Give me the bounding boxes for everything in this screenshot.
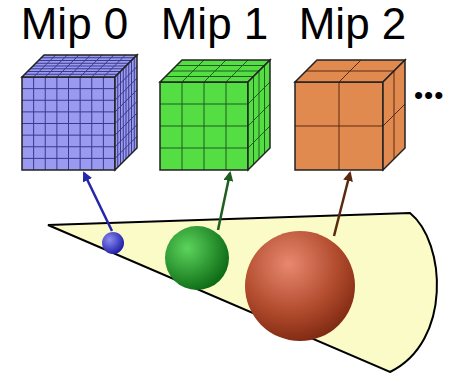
grid-line — [22, 135, 115, 136]
mip-cube: Mip 0 — [5, 0, 144, 172]
pointer-arrow — [334, 173, 350, 236]
grid-line — [91, 77, 92, 170]
mip-label: Mip 1 — [145, 0, 284, 46]
grid-line — [248, 126, 270, 148]
mip-cube: Mip 1 — [145, 0, 284, 172]
grid-line — [134, 58, 135, 151]
cube-face — [248, 60, 270, 170]
grid-line — [128, 63, 129, 156]
cube-edge — [295, 82, 383, 170]
grid-line — [80, 77, 81, 170]
pointer-arrow — [84, 173, 112, 231]
grid-line — [115, 102, 137, 124]
grid-line — [36, 63, 129, 64]
medium-sphere — [165, 226, 229, 290]
cube-edge — [248, 60, 270, 170]
grid-line — [115, 113, 137, 135]
cube-face — [160, 82, 248, 170]
grid-line — [264, 66, 265, 154]
grid-line — [295, 126, 383, 127]
grid-line — [177, 65, 265, 66]
cube-face — [383, 60, 405, 170]
grid-line — [248, 104, 270, 126]
mip-label: Mip 2 — [283, 0, 422, 46]
mip-cube: Mip 2 — [283, 0, 422, 172]
cube-edge — [160, 82, 248, 170]
grid-line — [115, 125, 137, 147]
grid-line — [39, 60, 132, 61]
grid-line — [226, 60, 248, 82]
grid-line — [226, 82, 227, 170]
grid-line — [383, 104, 405, 126]
pointer-arrow — [218, 173, 230, 230]
ellipsis-mark: ••• — [414, 82, 444, 108]
grid-line — [115, 136, 137, 158]
mip-label: Mip 0 — [5, 0, 144, 46]
cube-edge — [22, 77, 115, 170]
grid-line — [204, 60, 226, 82]
large-sphere — [245, 231, 355, 341]
grid-line — [131, 61, 132, 154]
small-sphere — [102, 232, 124, 254]
grid-line — [103, 77, 104, 170]
grid-line — [160, 148, 248, 149]
grid-line — [69, 55, 91, 77]
cube-face — [115, 55, 137, 170]
grid-line — [22, 123, 115, 124]
grid-line — [22, 146, 115, 147]
grid-line — [80, 55, 102, 77]
cube-face — [295, 82, 383, 170]
cube-edge — [383, 60, 405, 170]
grid-line — [339, 60, 361, 82]
grid-line — [22, 158, 115, 159]
cube-face — [22, 77, 115, 170]
grid-line — [41, 57, 134, 58]
grid-line — [92, 55, 114, 77]
view-cone — [48, 213, 437, 372]
grid-line — [160, 126, 248, 127]
cube-edge — [115, 55, 137, 170]
